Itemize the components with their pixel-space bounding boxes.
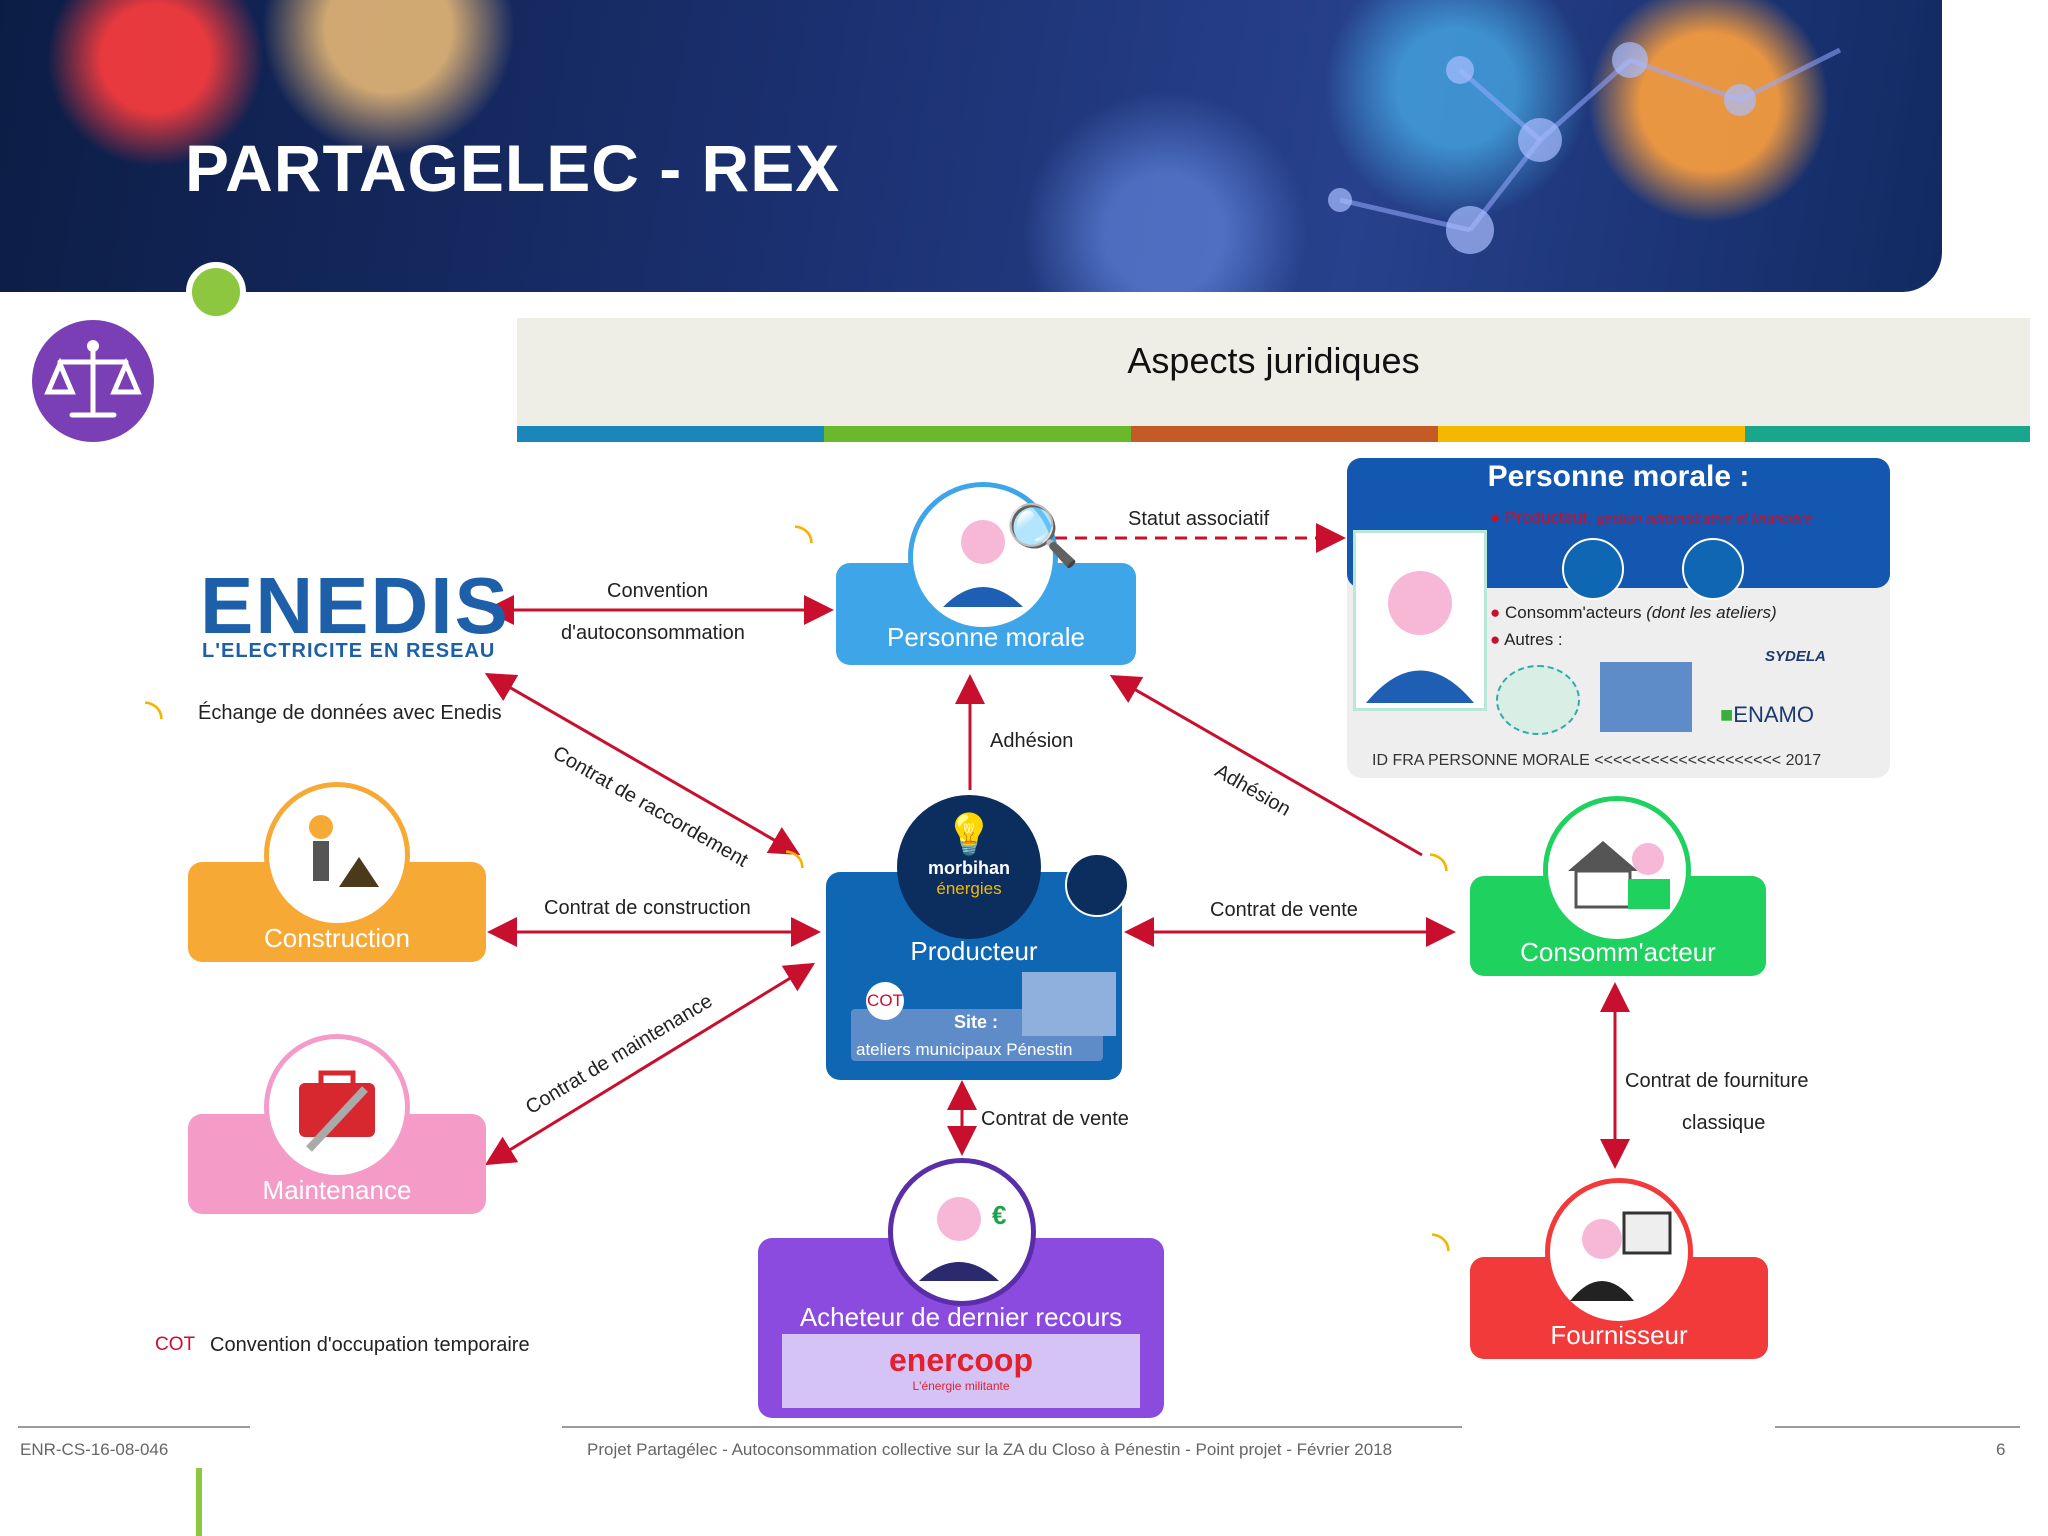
enercoop-logo: enercoop: [888, 1342, 1034, 1378]
edge-label-adhesion-1: Adhésion: [990, 730, 1074, 752]
strip-segment: [1131, 426, 1438, 442]
legal-badge: [32, 320, 154, 442]
enercoop-panel: enercoop L'énergie militante: [782, 1334, 1140, 1408]
person-icon: [943, 520, 1023, 607]
edge-label-construction: Contrat de construction: [544, 897, 751, 919]
strip-segment: [517, 426, 824, 442]
edge-label-classique: classique: [1682, 1112, 1766, 1134]
house-icon: [1543, 796, 1691, 944]
id-card-item: ● Autres :: [1490, 630, 1563, 649]
site-label: Site :: [954, 1012, 999, 1032]
strip-segment: [1745, 426, 2030, 442]
wifi-icon: ◝: [145, 689, 163, 741]
euro-icon: €: [992, 1200, 1007, 1230]
enedis-logo: ENEDIS: [200, 561, 510, 650]
wifi-icon: ◝: [1430, 841, 1448, 893]
id-card-item: ● Consomm'acteurs (dont les ateliers): [1490, 603, 1777, 622]
cot-badge: COT: [866, 982, 904, 1020]
enamo-logo: ■ENAMO: [1720, 702, 1814, 727]
decor-bar: [196, 1468, 202, 1536]
edge-label-fourniture: Contrat de fourniture: [1625, 1070, 1809, 1092]
footer-project: Projet Partagélec - Autoconsommation col…: [587, 1440, 1393, 1459]
node-label: Acheteur de dernier recours: [799, 1302, 1123, 1332]
network-graphic: [1328, 42, 1842, 254]
morbihan-logo-small: [1562, 538, 1624, 600]
footer-divider: [18, 1426, 250, 1428]
section-band: [517, 318, 2030, 426]
node-label: Producteur: [910, 936, 1038, 966]
person-avatar: [908, 482, 1058, 632]
id-card-title: Personne morale :: [1487, 460, 1750, 493]
node-label: Construction: [264, 923, 410, 953]
decor-dot: [186, 262, 246, 322]
edge-label-convention: Convention: [607, 580, 709, 602]
cap-atlantique-logo: [1496, 665, 1580, 735]
id-card-mrz: ID FRA PERSONNE MORALE <<<<<<<<<<<<<<<<<…: [1372, 752, 1822, 769]
legend-cot-abbr: COT: [155, 1334, 196, 1355]
footer-page-number: 6: [1996, 1440, 2006, 1459]
scale-icon: [44, 340, 142, 418]
penestin-logo: [1600, 662, 1692, 732]
headset-icon: [1545, 1178, 1693, 1326]
wifi-icon: ◝: [795, 513, 813, 565]
edge-label-vente-1: Contrat de vente: [1210, 899, 1358, 921]
id-card-item: ● Producteur, gestion administrative et …: [1490, 508, 1813, 527]
edge-label-statut: Statut associatif: [1128, 508, 1270, 530]
id-photo: [1353, 530, 1487, 711]
edge-label-autoconsommation: d'autoconsommation: [561, 622, 745, 644]
footer-divider: [1775, 1426, 2020, 1428]
arrow-maintenance: [484, 962, 816, 1166]
penestin-logo: [1022, 972, 1116, 1036]
enedis-tagline: L'ELECTRICITE EN RESEAU: [202, 640, 496, 662]
toolbox-icon: [264, 1034, 410, 1180]
site-name: ateliers municipaux Pénestin: [856, 1040, 1073, 1059]
edge-label-vente-2: Contrat de vente: [981, 1108, 1129, 1130]
node-personne-morale: Personne morale: [836, 563, 1136, 665]
56-energies-logo-small: [1682, 538, 1744, 600]
arrow-raccordement: [484, 673, 801, 855]
node-label: Maintenance: [262, 1175, 412, 1205]
legend-cot-text: Convention d'occupation temporaire: [210, 1334, 530, 1356]
node-acheteur: Acheteur de dernier recours enercoop L'é…: [758, 1238, 1164, 1418]
morbihan-energies-logo: 💡 morbihan énergies: [897, 795, 1041, 939]
legend-enedis-exchange: Échange de données avec Enedis: [198, 702, 502, 724]
footer-ref: ENR-CS-16-08-046: [20, 1440, 169, 1459]
bulb-icon: 💡: [944, 813, 994, 857]
section-title: Aspects juridiques: [1127, 340, 1420, 381]
wifi-icon: ◝: [1432, 1221, 1450, 1273]
enercoop-tagline: L'énergie militante: [912, 1379, 1010, 1393]
wifi-icon: ◝: [786, 838, 804, 890]
strip-segment: [824, 426, 1131, 442]
arrow-adhesion-2: [1109, 675, 1423, 857]
person-icon: [1366, 571, 1474, 703]
worker-icon: [264, 782, 410, 928]
header-banner: [0, 0, 1942, 292]
buyer-avatar: [888, 1158, 1036, 1306]
strip-segment: [1438, 426, 1745, 442]
sydela-logo: SYDELA: [1765, 648, 1826, 665]
slide-title: PARTAGELEC - REX: [185, 131, 841, 205]
magnifier-icon: 🔍: [1005, 502, 1080, 569]
footer-divider: [562, 1426, 1462, 1428]
56-energies-logo: [1065, 853, 1129, 917]
